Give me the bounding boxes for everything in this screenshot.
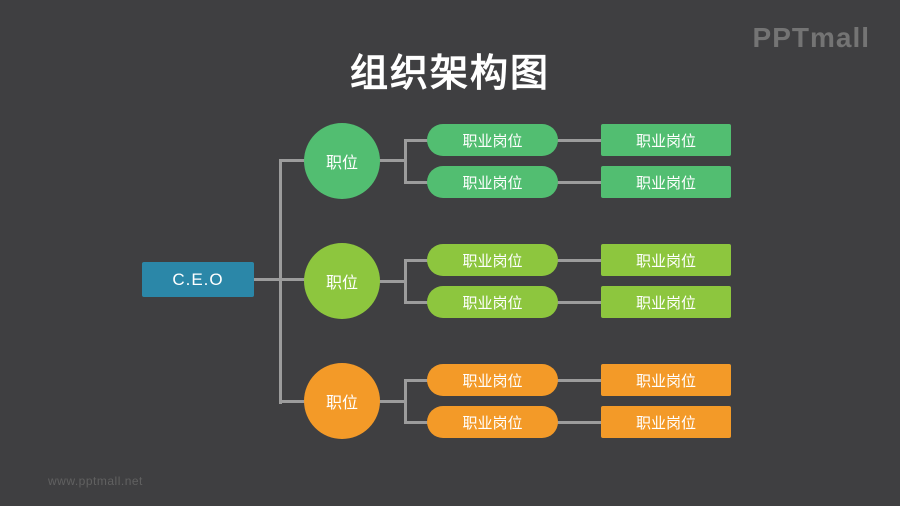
job-box: 职业岗位 [601, 364, 731, 396]
job-box: 职业岗位 [601, 406, 731, 438]
connector-circle-bracket [376, 280, 406, 283]
job-pill: 职业岗位 [427, 286, 558, 318]
connector-bracket-vertical [404, 379, 407, 424]
connector-trunk-vertical [279, 159, 282, 404]
connector-pill-box [556, 139, 602, 142]
connector-bracket-pill [404, 301, 429, 304]
connector-bracket-pill [404, 139, 429, 142]
slide-title: 组织架构图 [349, 53, 550, 95]
job-box: 职业岗位 [601, 244, 731, 276]
connector-bracket-vertical [404, 259, 407, 304]
pptmall-logo: PPTmall [752, 22, 870, 53]
connector-bracket-pill [404, 379, 429, 382]
connector-pill-box [556, 301, 602, 304]
job-box: 职业岗位 [601, 286, 731, 318]
job-pill: 职业岗位 [427, 406, 558, 438]
job-box: 职业岗位 [601, 166, 731, 198]
connector-circle-bracket [376, 159, 406, 162]
job-box: 职业岗位 [601, 124, 731, 156]
position-circle: 职位 [304, 243, 380, 319]
job-pill: 职业岗位 [427, 364, 558, 396]
connector-pill-box [556, 379, 602, 382]
watermark-url: www.pptmall.net [48, 474, 143, 488]
connector-bracket-pill [404, 181, 429, 184]
job-pill: 职业岗位 [427, 244, 558, 276]
position-circle: 职位 [304, 123, 380, 199]
connector-branch-bottom [279, 400, 309, 403]
connector-bracket-pill [404, 421, 429, 424]
connector-bracket-pill [404, 259, 429, 262]
connector-bracket-vertical [404, 139, 407, 184]
connector-pill-box [556, 259, 602, 262]
position-circle: 职位 [304, 363, 380, 439]
connector-circle-bracket [376, 400, 406, 403]
job-pill: 职业岗位 [427, 166, 558, 198]
connector-pill-box [556, 421, 602, 424]
ceo-node: C.E.O [142, 262, 254, 297]
job-pill: 职业岗位 [427, 124, 558, 156]
connector-branch-top [279, 159, 309, 162]
connector-pill-box [556, 181, 602, 184]
